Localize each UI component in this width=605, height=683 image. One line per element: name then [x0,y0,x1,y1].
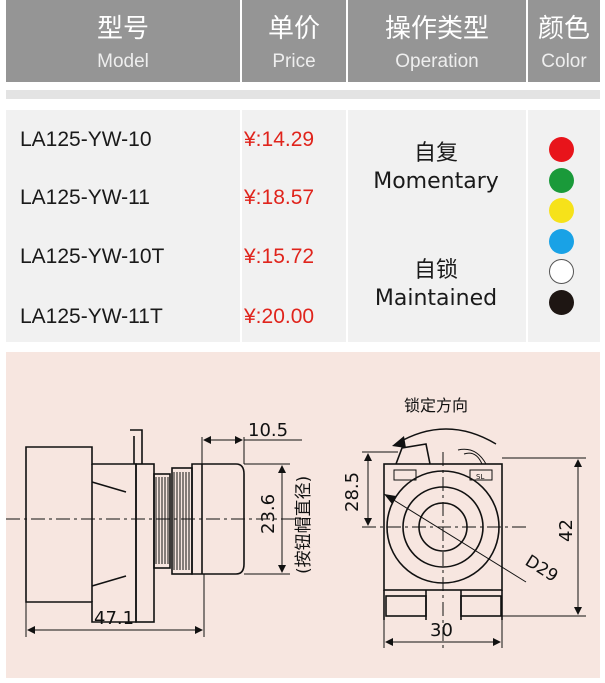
price-cell-bg [242,110,346,342]
header-operation: 操作类型 Operation [348,0,526,82]
dim-42: 42 [556,519,577,542]
cap-diameter-note: (按钮帽直径) [294,476,314,574]
dim-10-5: 10.5 [248,420,288,441]
header-color: 颜色 Color [528,0,600,82]
dim-23-6: 23.6 [258,494,279,534]
price-row-2: ¥:18.57 [244,186,315,209]
price-row-3: ¥:15.72 [244,245,315,268]
operation-momentary-en: Momentary [373,169,499,194]
model-cell-bg [6,110,240,342]
header-operation-cn: 操作类型 [384,14,489,44]
header-price: 单价 Price [242,0,346,82]
model-row-2: LA125-YW-11 [20,186,150,209]
operation-momentary-cn: 自复 [413,141,458,166]
label-sl: SL [476,473,484,481]
header-model-cn: 型号 [96,14,149,44]
color-dot-green [549,168,574,193]
dim-30: 30 [430,620,453,641]
divider-strip [6,90,600,99]
color-dot-white [549,259,574,284]
price-row-4: ¥:20.00 [244,305,315,328]
color-dot-blue [549,229,574,254]
model-row-1: LA125-YW-10 [20,128,152,151]
dim-d29: D29 [521,551,561,586]
dim-28-5: 28.5 [342,472,363,512]
header-model: 型号 Model [6,0,240,82]
header-price-cn: 单价 [267,14,320,44]
dimension-drawing-svg: 10.5 23.6 (按钮帽直径) 47.1 锁定方向 [6,396,586,652]
operation-cell-bg [348,110,526,342]
header-operation-en: Operation [395,51,479,72]
dimension-drawing: 10.5 23.6 (按钮帽直径) 47.1 锁定方向 [6,352,600,678]
price-row-1: ¥:14.29 [244,128,315,151]
operation-maintained-cn: 自锁 [413,258,458,283]
header-price-en: Price [272,51,316,72]
header-color-cn: 颜色 [537,14,590,44]
operation-maintained-en: Maintained [374,286,498,311]
color-dot-red [549,137,574,162]
dim-47-1: 47.1 [94,608,134,629]
operation-maintained: 自锁 Maintained [350,257,522,313]
header-model-en: Model [97,51,149,72]
model-row-4: LA125-YW-11T [20,305,163,328]
model-row-3: LA125-YW-10T [20,245,165,268]
lock-direction-label: 锁定方向 [404,396,468,415]
operation-momentary: 自复 Momentary [350,140,522,196]
header-color-en: Color [541,51,587,72]
color-dot-yellow [549,198,574,223]
color-dot-black [549,290,574,315]
